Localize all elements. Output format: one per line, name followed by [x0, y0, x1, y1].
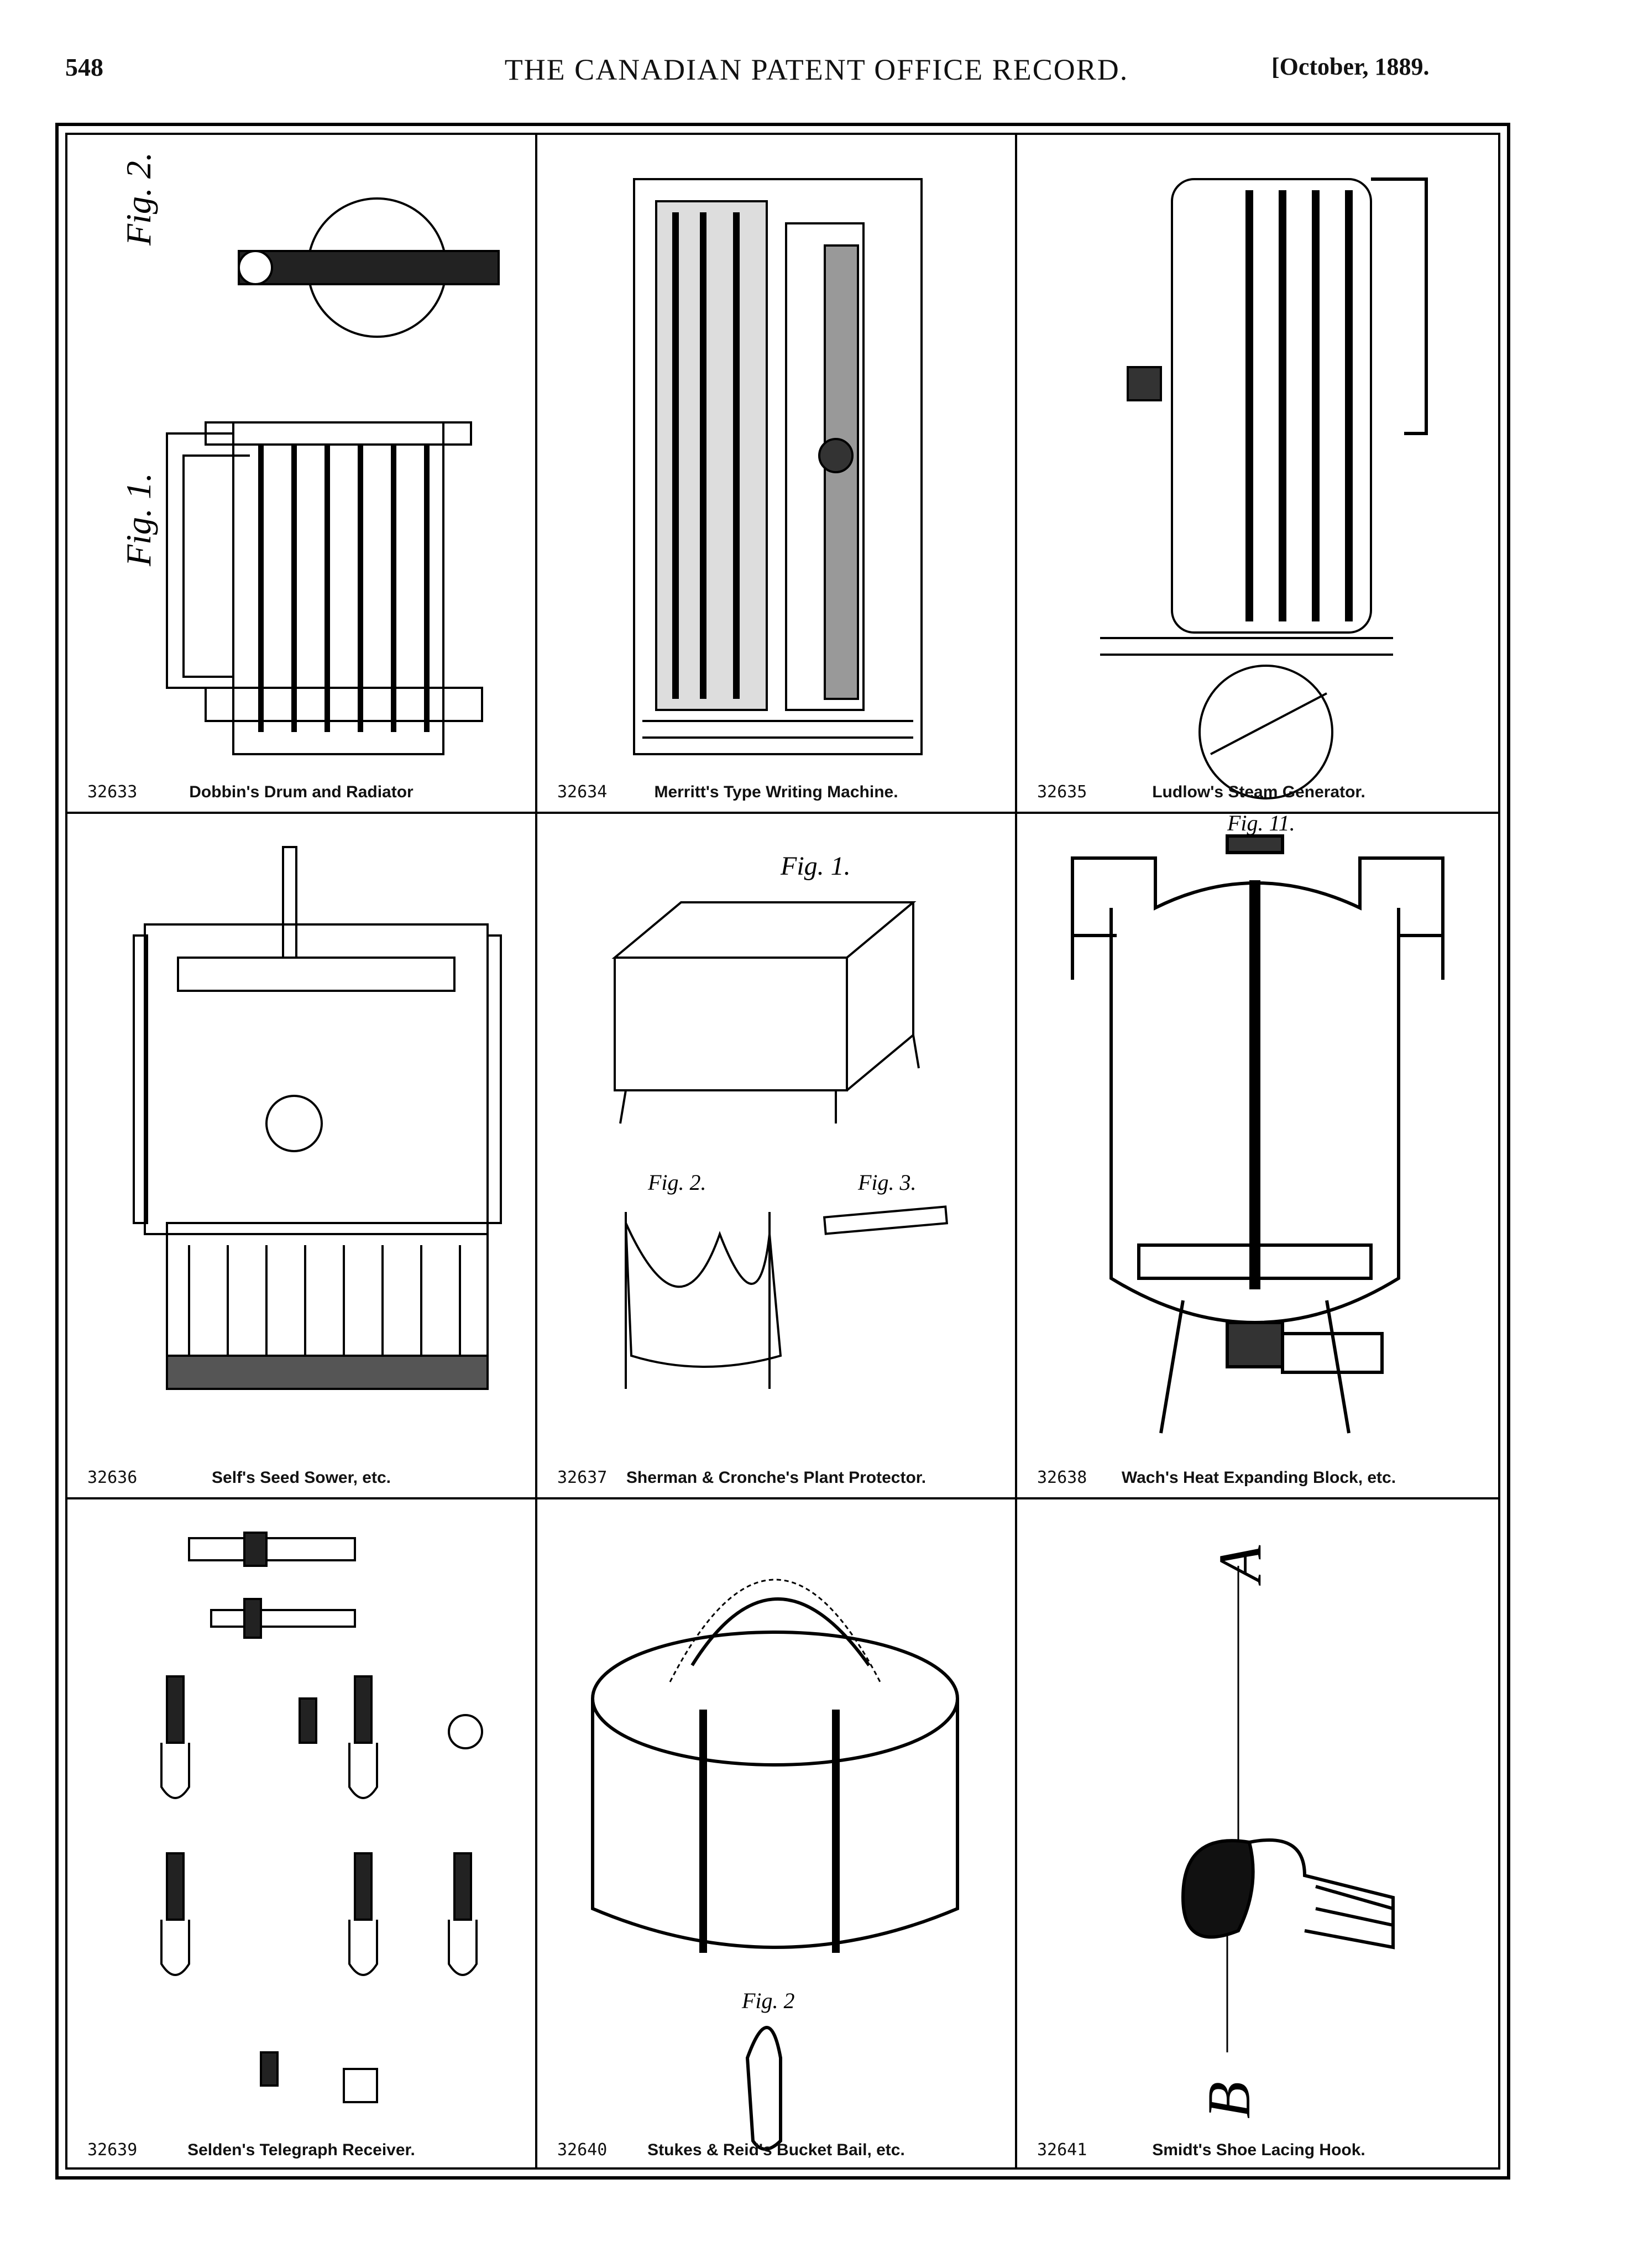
page-header: 548 THE CANADIAN PATENT OFFICE RECORD. [… [0, 53, 1633, 102]
patent-title: Dobbin's Drum and Radiator [189, 783, 414, 801]
shoe-lacing-hook-drawing: A B [1181, 1545, 1395, 2119]
patent-title: Selden's Telegraph Receiver. [187, 2141, 415, 2159]
patent-number: 32633 [87, 782, 138, 802]
grid-divider [65, 812, 1500, 814]
figure-caption: 32641 Smidt's Shoe Lacing Hook. [1017, 2132, 1500, 2160]
publication-title: THE CANADIAN PATENT OFFICE RECORD. [504, 53, 1129, 86]
figure-caption: 32638 Wach's Heat Expanding Block, etc. [1017, 1460, 1500, 1487]
fig-label: Fig. 2 [741, 1988, 795, 2013]
issue-date: [October, 1889. [1271, 53, 1430, 80]
patent-figure-32639: 32639 Selden's Telegraph Receiver. [67, 1499, 535, 2170]
fig-label: Fig. 2. [647, 1170, 706, 1195]
bucket-bail-drawing: Fig. 2 [591, 1579, 959, 2151]
patent-figure-32638: Fig. 11. 32638 Wach's Heat Expanding Blo… [1017, 814, 1500, 1497]
patent-figure-32635: 32635 Ludlow's Steam Generator. [1017, 135, 1500, 812]
fig-label: Fig. 11. [1227, 814, 1295, 835]
page-number: 548 [65, 53, 103, 81]
patent-figure-32633: Fig. 2. Fig. 1. 32633 Dobbin's Drum and … [67, 135, 535, 812]
patent-number: 32638 [1037, 1468, 1087, 1487]
plant-protector-drawing: Fig. 1. Fig. 2. Fig. 3. [611, 851, 949, 1389]
fig-label: B [1195, 2082, 1263, 2119]
patent-number: 32640 [557, 2140, 608, 2160]
steam-generator-drawing [1100, 177, 1428, 799]
fig-label: A [1206, 1545, 1274, 1586]
patent-figure-32640: Fig. 2 32640 Stukes & Reid's Bucket Bail… [537, 1499, 1015, 2170]
patent-figure-32634: 32634 Merritt's Type Writing Machine. [537, 135, 1015, 812]
figure-caption: 32636 Self's Seed Sower, etc. [67, 1460, 535, 1487]
seed-sower-drawing [133, 846, 502, 1390]
radiator-drawing: Fig. 2. Fig. 1. [119, 152, 500, 755]
figure-caption: 32635 Ludlow's Steam Generator. [1017, 774, 1500, 802]
patent-title: Sherman & Cronche's Plant Protector. [626, 1469, 927, 1487]
patent-title: Wach's Heat Expanding Block, etc. [1121, 1469, 1396, 1487]
patent-figure-32641: A B 32641 Smidt's Shoe Lacing Hook. [1017, 1499, 1500, 2170]
patent-title: Ludlow's Steam Generator. [1152, 783, 1365, 801]
patent-number: 32637 [557, 1468, 608, 1487]
fig-label: Fig. 3. [857, 1170, 917, 1195]
patent-title: Stukes & Reid's Bucket Bail, etc. [647, 2141, 905, 2159]
patent-title: Self's Seed Sower, etc. [212, 1469, 391, 1487]
figure-caption: 32640 Stukes & Reid's Bucket Bail, etc. [537, 2132, 1015, 2160]
fig-label: Fig. 1. [119, 473, 158, 567]
typewriter-drawing [633, 178, 923, 755]
patent-number: 32639 [87, 2140, 138, 2160]
heat-expanding-block-drawing: Fig. 11. [1071, 814, 1444, 1434]
grid-divider [65, 1497, 1500, 1499]
fig-label: Fig. 1. [780, 851, 851, 881]
fig-label: Fig. 2. [119, 152, 158, 246]
patent-figure-32636: 32636 Self's Seed Sower, etc. [67, 814, 535, 1497]
patent-title: Smidt's Shoe Lacing Hook. [1152, 2141, 1365, 2159]
patent-number: 32641 [1037, 2140, 1087, 2160]
plate-inner-frame [65, 133, 1500, 2170]
telegraph-receiver-drawing [160, 1532, 483, 2103]
grid-divider [535, 133, 537, 2170]
patent-number: 32634 [557, 782, 608, 802]
patent-figure-32637: Fig. 1. Fig. 2. Fig. 3. 32637 Sherman & … [537, 814, 1015, 1497]
figure-caption: 32639 Selden's Telegraph Receiver. [67, 2132, 535, 2160]
patent-number: 32636 [87, 1468, 138, 1487]
plate-frame [55, 123, 1510, 2180]
figure-caption: 32634 Merritt's Type Writing Machine. [537, 774, 1015, 802]
figure-caption: 32633 Dobbin's Drum and Radiator [67, 774, 535, 802]
figure-caption: 32637 Sherman & Cronche's Plant Protecto… [537, 1460, 1015, 1487]
grid-divider [1015, 133, 1017, 2170]
patent-number: 32635 [1037, 782, 1087, 802]
patent-title: Merritt's Type Writing Machine. [654, 783, 898, 801]
